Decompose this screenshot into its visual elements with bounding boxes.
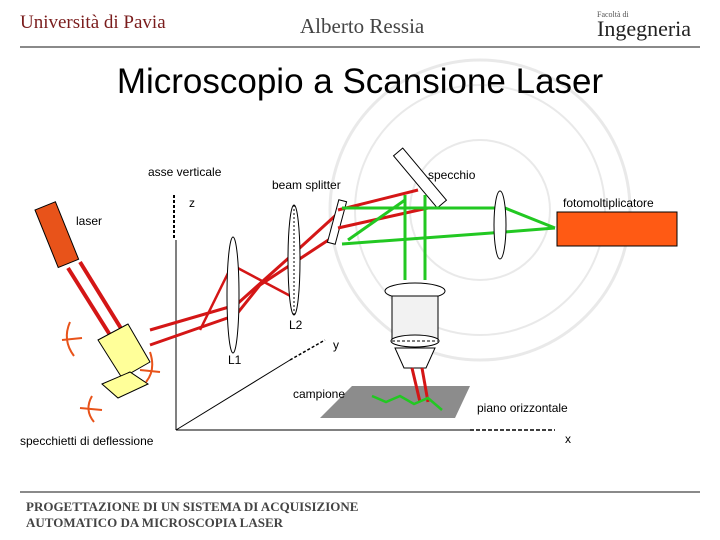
label-specchietti: specchietti di deflessione [20,434,153,448]
footer-line-1: PROGETTAZIONE DI UN SISTEMA DI ACQUISIZI… [26,499,358,515]
laser-source [35,202,79,268]
green-beams [342,195,555,280]
label-piano-orizzontale: piano orizzontale [477,401,568,415]
university-seal-watermark [330,60,630,360]
label-specchio: specchio [428,168,475,182]
deflection-mirror-base [102,372,148,398]
label-x: x [565,432,571,446]
red-beam-upper [150,215,336,330]
footer-text: PROGETTAZIONE DI UN SISTEMA DI ACQUISIZI… [26,499,358,531]
label-l1: L1 [228,353,241,367]
objective-lens [385,283,445,368]
label-z: z [189,196,195,210]
y-axis-dashed [290,340,325,360]
detector-lens [494,191,506,259]
label-fotomoltiplicatore: fotomoltiplicatore [563,196,654,210]
label-beam-splitter: beam splitter [272,178,341,192]
frame-diagonal-line [176,360,290,430]
footer-line-2: AUTOMATICO DA MICROSCOPIA LASER [26,515,358,531]
label-laser: laser [76,214,102,228]
label-campione: campione [293,387,345,401]
label-l2: L2 [289,318,302,332]
footer-divider [20,491,700,493]
lens-l1 [227,237,239,353]
label-asse-verticale: asse verticale [148,165,221,179]
label-y: y [333,338,339,352]
red-beam-lower [150,235,336,345]
photomultiplier-box [557,212,677,246]
